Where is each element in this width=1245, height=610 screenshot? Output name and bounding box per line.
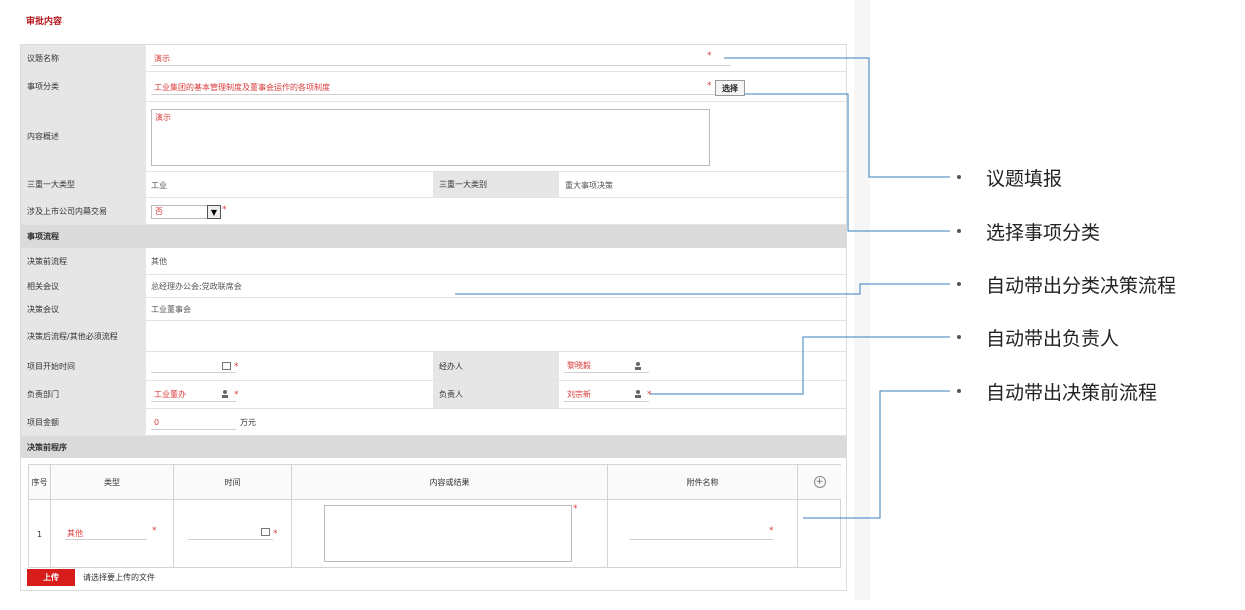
row-sanzhong: 三重一大类型 工业 三重一大类别 重大事项决策 — [21, 172, 846, 198]
calendar-icon[interactable] — [261, 528, 270, 536]
required-star: * — [573, 504, 578, 514]
connector-category — [745, 93, 950, 232]
calendar-icon[interactable] — [222, 362, 231, 370]
amount-unit: 万元 — [240, 418, 256, 427]
post-decision-label: 决策后流程/其他必须流程 — [21, 321, 146, 351]
handler-label: 经办人 — [433, 352, 559, 380]
related-meeting-label: 相关会议 — [21, 275, 146, 297]
annotation-responsible: 自动带出负责人 — [986, 327, 1120, 350]
handler-value[interactable]: 黎晓毅 — [567, 361, 591, 370]
required-star: * — [273, 529, 278, 539]
approval-form: 议题名称 演示 * 事项分类 工业集团的基本管理制度及董事会运作的各项制度 * … — [20, 44, 847, 591]
required-star: * — [707, 51, 712, 61]
row-type-input[interactable]: 其他 — [67, 529, 83, 538]
bullet-icon — [957, 282, 961, 286]
select-category-button[interactable]: 选择 — [715, 80, 745, 96]
topic-name-input[interactable]: 演示 — [154, 53, 170, 63]
start-time-label: 项目开始时间 — [21, 352, 146, 380]
row-index: 1 — [29, 500, 51, 568]
required-star: * — [234, 362, 239, 372]
col-header-attachment: 附件名称 — [608, 465, 798, 500]
amount-label: 项目金额 — [21, 409, 146, 435]
col-header-type: 类型 — [51, 465, 174, 500]
pre-decision-value: 其他 — [151, 257, 167, 266]
row-content-textarea[interactable] — [324, 505, 572, 562]
row-content-cell: * — [292, 500, 608, 568]
bullet-icon — [957, 335, 961, 339]
bullet-icon — [957, 389, 961, 393]
row-responsible: 负责部门 工业董办 * 负责人 刘宗新 * — [21, 381, 846, 409]
row-attachment-cell: * — [608, 500, 798, 568]
bullet-icon — [957, 175, 961, 179]
annotation-category: 选择事项分类 — [986, 221, 1101, 244]
responsible-person-label: 负责人 — [433, 381, 559, 408]
row-time-cell: * — [174, 500, 292, 568]
row-item-category: 事项分类 工业集团的基本管理制度及董事会运作的各项制度 * 选择 — [21, 72, 846, 102]
content-summary-label: 内容概述 — [21, 102, 146, 171]
required-star: * — [222, 205, 227, 215]
required-star: * — [769, 526, 774, 536]
required-star: * — [707, 81, 712, 91]
listed-insider-label: 涉及上市公司内幕交易 — [21, 198, 146, 224]
required-star: * — [152, 526, 157, 536]
amount-input[interactable]: 0 — [154, 418, 160, 427]
connector-pre-program — [803, 390, 950, 519]
person-icon[interactable] — [634, 361, 643, 370]
right-scroll-shade — [854, 0, 870, 600]
topic-name-label: 议题名称 — [21, 45, 146, 71]
person-icon[interactable] — [634, 389, 644, 399]
add-circle-icon[interactable]: + — [813, 476, 826, 488]
sanzhong-category-value: 重大事项决策 — [565, 180, 613, 190]
annotation-process: 自动带出分类决策流程 — [986, 274, 1177, 297]
add-row-cell: + — [798, 465, 841, 500]
col-header-time: 时间 — [174, 465, 292, 500]
row-related-meeting: 相关会议 总经理办公会;党政联席会 — [21, 275, 846, 298]
row-pre-decision: 决策前流程 其他 — [21, 248, 846, 275]
responsible-person-value[interactable]: 刘宗新 — [567, 390, 591, 399]
row-decision-meeting: 决策会议 工业董事会 — [21, 298, 846, 321]
section-process: 事项流程 — [21, 225, 846, 248]
upload-button[interactable]: 上传 — [27, 569, 75, 586]
row-amount: 项目金额 0 万元 — [21, 409, 846, 436]
row-listed-insider: 涉及上市公司内幕交易 否 ▼ * — [21, 198, 846, 225]
upload-hint: 请选择要上传的文件 — [83, 573, 155, 582]
decision-meeting-value: 工业董事会 — [151, 305, 191, 314]
chevron-down-icon[interactable]: ▼ — [207, 205, 221, 219]
decision-meeting-label: 决策会议 — [21, 298, 146, 320]
col-header-content: 内容或结果 — [292, 465, 608, 500]
section-pre-program: 决策前程序 — [21, 436, 846, 458]
sanzhong-category-label: 三重一大类别 — [433, 172, 559, 197]
required-star: * — [234, 390, 239, 400]
row-content-summary: 内容概述 演示 — [21, 102, 846, 172]
bullet-icon — [957, 229, 961, 233]
section-title: 审批内容 — [26, 17, 63, 27]
pre-decision-label: 决策前流程 — [21, 248, 146, 274]
sanzhong-type-label: 三重一大类型 — [21, 172, 146, 197]
row-post-decision: 决策后流程/其他必须流程 — [21, 321, 846, 352]
related-meeting-value: 总经理办公会;党政联席会 — [151, 282, 242, 291]
annotation-topic: 议题填报 — [986, 167, 1063, 190]
connector-topic — [724, 57, 950, 178]
responsible-dept-value[interactable]: 工业董办 — [154, 390, 186, 399]
required-star: * — [647, 390, 652, 400]
connector-process — [455, 283, 950, 295]
row-type-cell: 其他 * — [51, 500, 174, 568]
item-category-input[interactable]: 工业集团的基本管理制度及董事会运作的各项制度 — [154, 82, 330, 92]
sanzhong-type-value: 工业 — [151, 180, 167, 190]
row-start-time: 项目开始时间 * 经办人 黎晓毅 — [21, 352, 846, 381]
col-header-index: 序号 — [29, 465, 51, 500]
item-category-label: 事项分类 — [21, 72, 146, 101]
connector-responsible — [650, 336, 950, 395]
pre-program-table: 序号 类型 时间 内容或结果 附件名称 + 1 其他 * * * * — [28, 464, 841, 568]
content-summary-textarea[interactable]: 演示 — [151, 109, 710, 166]
annotation-pre-program: 自动带出决策前流程 — [986, 381, 1158, 404]
person-icon[interactable] — [221, 389, 231, 399]
row-topic-name: 议题名称 演示 * — [21, 45, 846, 72]
responsible-dept-label: 负责部门 — [21, 381, 146, 408]
